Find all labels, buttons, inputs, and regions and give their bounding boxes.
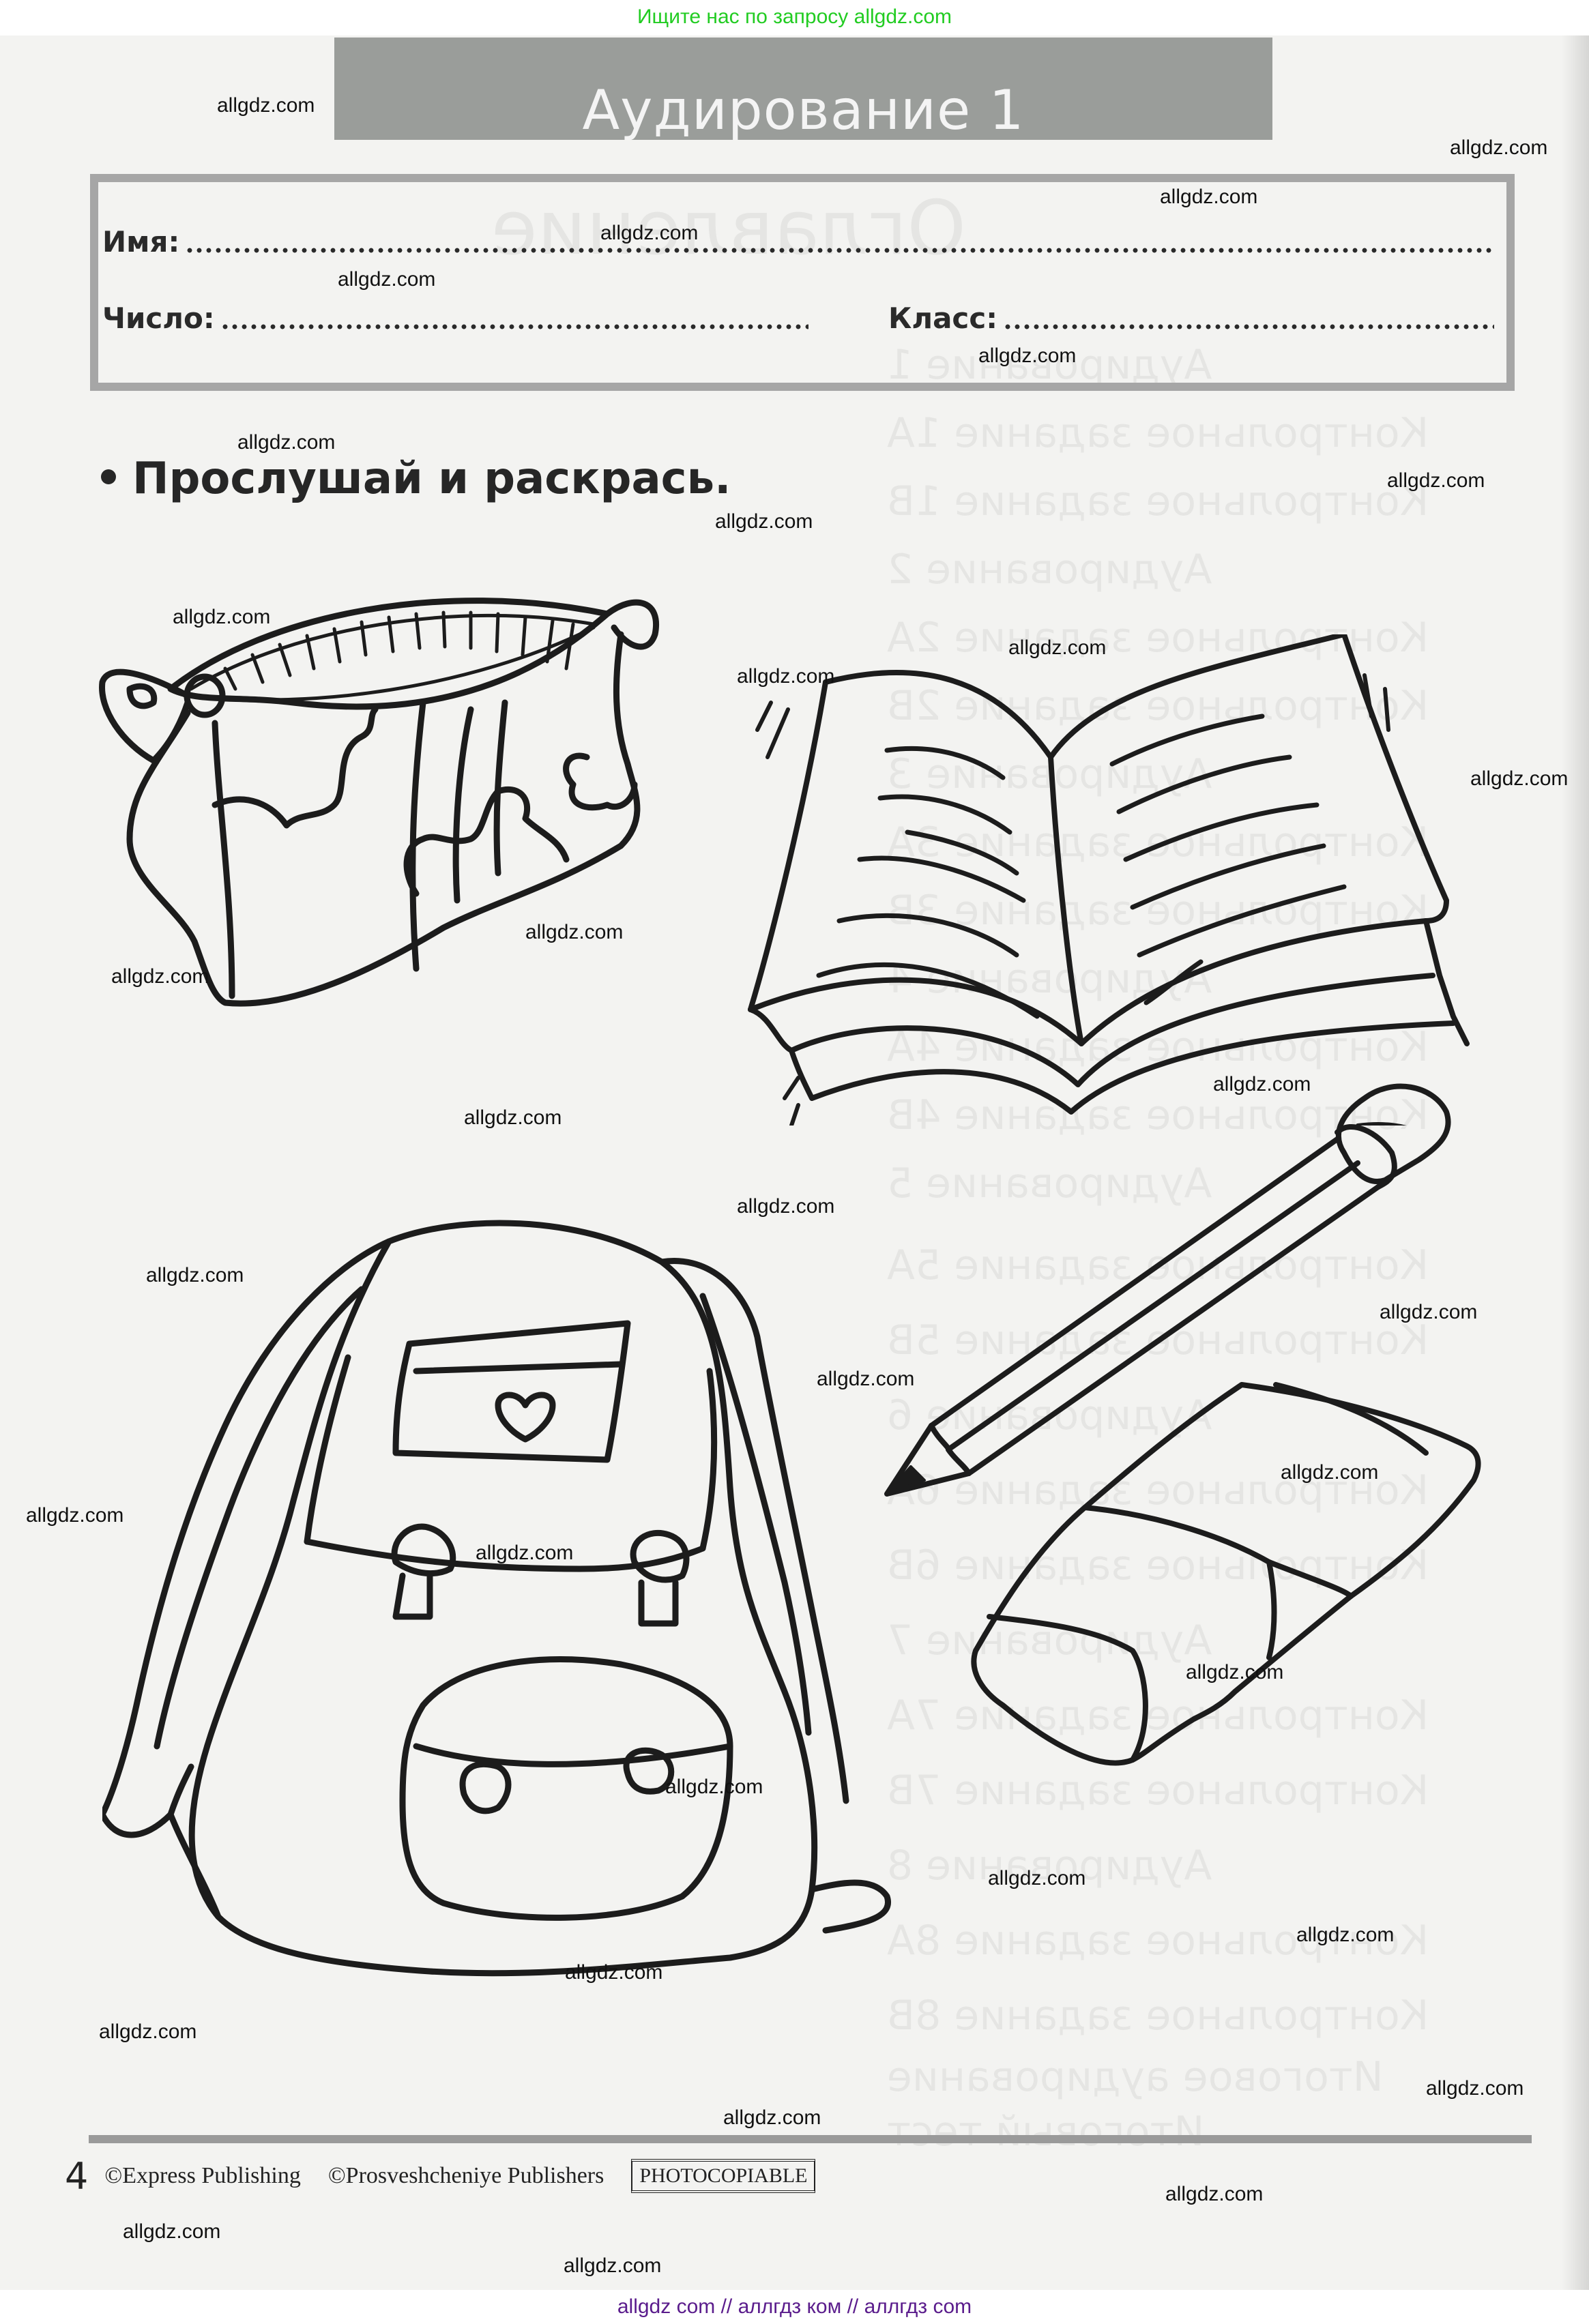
class-field[interactable]: Класс: xyxy=(888,301,1494,335)
watermark: allgdz.com xyxy=(737,665,835,688)
watermark: allgdz.com xyxy=(1387,469,1485,492)
watermark: allgdz.com xyxy=(1281,1461,1379,1484)
watermark: allgdz.com xyxy=(715,510,813,533)
watermark: allgdz.com xyxy=(1213,1073,1311,1095)
watermark: allgdz.com xyxy=(464,1106,562,1129)
watermark: allgdz.com xyxy=(1426,2077,1524,2100)
watermark: allgdz.com xyxy=(1160,186,1258,208)
pencil-icon xyxy=(884,1083,1451,1497)
watermark: allgdz.com xyxy=(123,2220,221,2243)
watermark: allgdz.com xyxy=(338,268,436,291)
footer-rule xyxy=(89,2135,1532,2143)
watermark: allgdz.com xyxy=(1008,636,1107,659)
watermark: allgdz.com xyxy=(723,2106,821,2129)
bullet-icon xyxy=(101,469,116,485)
bag-illustration[interactable] xyxy=(89,587,730,1023)
watermark: allgdz.com xyxy=(1296,1924,1395,1946)
name-label: Имя: xyxy=(102,225,180,259)
bleed-through-line: Контрольное задание 1А xyxy=(887,409,1429,457)
watermark: allgdz.com xyxy=(737,1195,835,1218)
watermark: allgdz.com xyxy=(988,1867,1086,1889)
instruction: Прослушай и раскрась. xyxy=(101,454,731,504)
watermark: allgdz.com xyxy=(1186,1661,1284,1683)
pencil-illustration[interactable] xyxy=(873,1030,1487,1705)
student-info-box xyxy=(90,174,1515,391)
watermark: allgdz.com xyxy=(1470,767,1569,790)
watermark: allgdz.com xyxy=(1165,2183,1264,2205)
instruction-text: Прослушай и раскрась. xyxy=(132,454,731,504)
name-dotted-line[interactable] xyxy=(185,248,1494,253)
site-banner-top-text: Ищите нас по запросу allgdz.com xyxy=(637,5,952,28)
class-label: Класс: xyxy=(888,301,998,335)
rubber-illustration[interactable] xyxy=(962,1371,1508,1862)
watermark: allgdz.com xyxy=(99,2020,197,2043)
date-dotted-line[interactable] xyxy=(220,324,808,329)
class-dotted-line[interactable] xyxy=(1003,324,1494,329)
schoolbag-icon xyxy=(102,1220,891,1977)
watermark: allgdz.com xyxy=(564,2254,662,2277)
page-number: 4 xyxy=(65,2154,89,2198)
date-field[interactable]: Число: xyxy=(102,301,808,335)
schoolbag-illustration[interactable] xyxy=(102,1201,894,2080)
watermark: allgdz.com xyxy=(817,1368,915,1390)
watermark: allgdz.com xyxy=(111,965,209,988)
bleed-through-line: Итоговый тест xyxy=(887,2108,1205,2156)
footer: 4 ©Express Publishing ©Prosveshcheniye P… xyxy=(65,2154,816,2198)
watermark: allgdz.com xyxy=(525,921,624,943)
watermark: allgdz.com xyxy=(565,1961,663,1984)
watermark: allgdz.com xyxy=(217,94,315,117)
site-banner-top: Ищите нас по запросу allgdz.com xyxy=(0,0,1589,35)
title-band: Аудирование 1 xyxy=(334,38,1272,142)
watermark: allgdz.com xyxy=(26,1504,124,1527)
watermark: allgdz.com xyxy=(173,606,271,628)
watermark: allgdz.com xyxy=(600,222,699,244)
name-field[interactable]: Имя: xyxy=(102,225,1494,259)
book-icon xyxy=(748,634,1470,1126)
copyright-prosveshcheniye: ©Prosveshcheniye Publishers xyxy=(327,2163,604,2188)
watermark: allgdz.com xyxy=(237,431,336,454)
page-title: Аудирование 1 xyxy=(582,78,1025,142)
watermark: allgdz.com xyxy=(978,344,1077,367)
bleed-through-line: Итоговое аудирование xyxy=(887,2053,1384,2101)
copyright-express: ©Express Publishing xyxy=(104,2163,301,2188)
bleed-through-line: Контрольное задание 1В xyxy=(887,477,1429,525)
watermark: allgdz.com xyxy=(146,1264,244,1286)
photocopiable-stamp: PHOTOCOPIABLE xyxy=(631,2159,816,2193)
book-illustration[interactable] xyxy=(730,634,1487,1126)
page-edge-shadow xyxy=(1562,35,1589,2290)
site-banner-bottom-text: allgdz com // аллгдз ком // аллгдз com xyxy=(617,2295,972,2318)
site-banner-bottom: allgdz com // аллгдз ком // аллгдз com xyxy=(0,2290,1589,2324)
watermark: allgdz.com xyxy=(665,1776,763,1798)
watermark: allgdz.com xyxy=(1450,136,1548,159)
bleed-through-line: Контрольное задание 8В xyxy=(887,1992,1429,2040)
bag-icon xyxy=(99,598,659,1007)
watermark: allgdz.com xyxy=(476,1542,574,1564)
date-label: Число: xyxy=(102,301,215,335)
watermark: allgdz.com xyxy=(1380,1301,1478,1323)
bleed-through-line: Аудирование 2 xyxy=(887,546,1212,593)
rubber-icon xyxy=(971,1382,1481,1766)
